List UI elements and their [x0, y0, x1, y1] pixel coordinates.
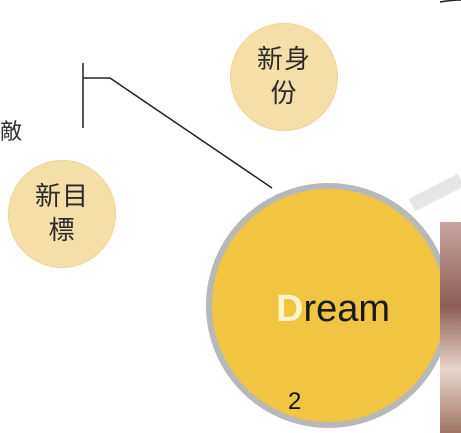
center-dream-label: Dream — [276, 288, 390, 331]
top-right-curve — [439, 0, 461, 3]
photo-thumbnail — [440, 222, 461, 433]
dream-rest-letters: ream — [303, 288, 391, 330]
connector-line-to-center — [109, 77, 273, 189]
bubble-new-goal-label: 新目標 — [34, 182, 89, 246]
bubble-new-goal: 新目標 — [8, 160, 116, 268]
center-number: 2 — [288, 388, 302, 415]
dream-first-letter: D — [276, 288, 304, 330]
pointer-wedge — [408, 173, 461, 212]
side-text-fragment: 敵 — [0, 120, 23, 145]
bubble-new-identity: 新身份 — [230, 23, 338, 131]
bubble-new-identity-label: 新身份 — [256, 45, 311, 109]
